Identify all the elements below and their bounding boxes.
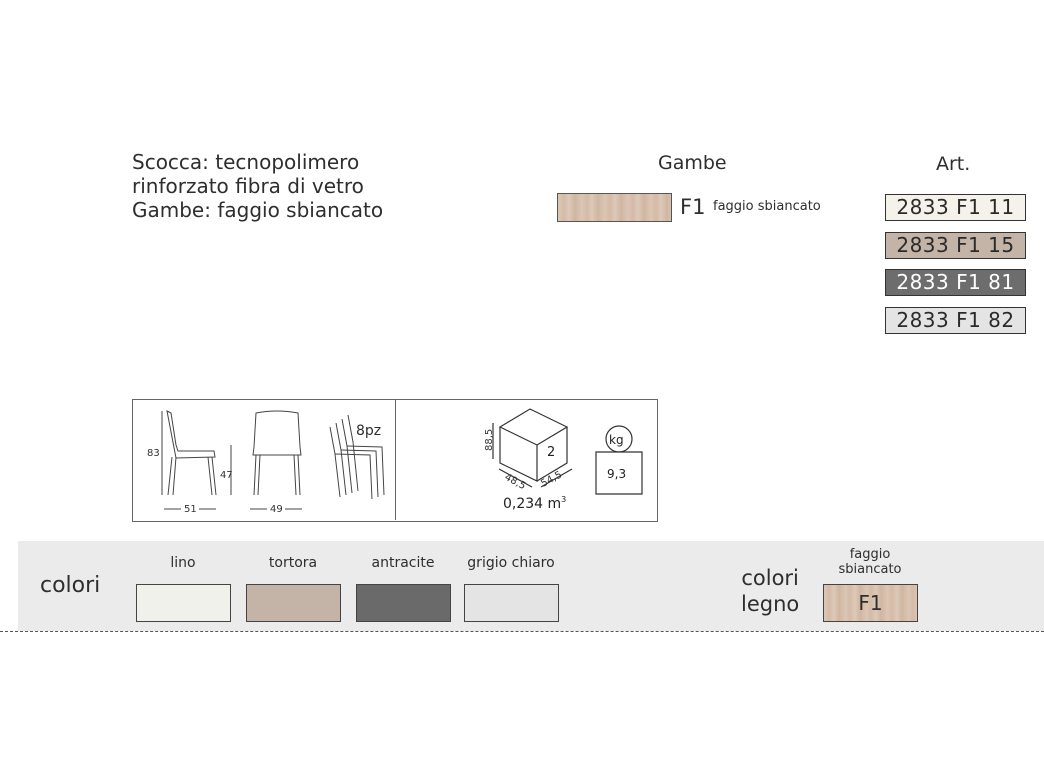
diagram-divider <box>395 399 396 520</box>
dimensions-drawing: 83 47 51 49 8pz 88,5 48,5 54,5 2 0,234 m… <box>147 408 643 515</box>
weight-unit: kg <box>609 433 624 447</box>
wood-label-line: sbiancato <box>838 562 902 577</box>
wood-title-line: colori <box>741 566 799 590</box>
box-width-label: 54,5 <box>539 469 564 489</box>
weight-value: 9,3 <box>607 467 626 481</box>
gambe-swatch <box>557 193 672 222</box>
volume-value: 0,234 m <box>503 496 561 512</box>
package-box-icon <box>492 408 573 488</box>
stack-label: 8pz <box>356 423 381 439</box>
gambe-code: F1 <box>680 195 706 219</box>
volume-exponent: 3 <box>561 495 566 504</box>
swatch-grigio-chiaro <box>464 584 559 622</box>
swatch-antracite <box>356 584 451 622</box>
wood-swatch-faggio: F1 <box>823 584 918 622</box>
chair-front-view-icon <box>250 410 302 510</box>
wood-label-line: faggio <box>849 547 891 562</box>
wood-title-line: legno <box>741 592 800 616</box>
gambe-title: Gambe <box>658 152 727 174</box>
seat-height-label: 47 <box>220 470 233 481</box>
colors-title: colori <box>40 573 101 598</box>
description-line: Gambe: faggio sbiancato <box>132 198 384 222</box>
wood-colors-title: colori legno <box>741 565 799 617</box>
weight-icon <box>595 425 643 495</box>
product-description: Scocca: tecnopolimero rinforzato fibra d… <box>132 150 383 222</box>
depth-label: 51 <box>184 504 197 515</box>
volume-label: 0,234 m3 <box>503 495 566 512</box>
art-title: Art. <box>936 153 971 175</box>
description-line: rinforzato fibra di vetro <box>132 174 364 198</box>
art-code-82: 2833 F1 82 <box>885 307 1026 334</box>
box-count: 2 <box>547 445 555 460</box>
width-label: 49 <box>270 504 283 515</box>
chair-side-view-icon <box>161 410 232 510</box>
dashed-divider <box>0 631 1044 632</box>
box-height-label: 88,5 <box>484 429 495 451</box>
swatch-lino <box>136 584 231 622</box>
gambe-name: faggio sbiancato <box>713 199 821 214</box>
stacked-chairs-icon <box>329 414 385 500</box>
description-line: Scocca: tecnopolimero <box>132 150 360 174</box>
height-label: 83 <box>147 448 160 459</box>
art-code-81: 2833 F1 81 <box>885 269 1026 296</box>
swatch-tortora <box>246 584 341 622</box>
swatch-label-lino: lino <box>170 555 196 571</box>
art-code-11: 2833 F1 11 <box>885 194 1026 221</box>
art-code-15: 2833 F1 15 <box>885 232 1026 259</box>
swatch-label-antracite: antracite <box>371 555 435 571</box>
swatch-label-grigio-chiaro: grigio chiaro <box>467 555 555 571</box>
swatch-label-tortora: tortora <box>268 555 318 571</box>
wood-swatch-label: faggio sbiancato <box>827 547 913 577</box>
